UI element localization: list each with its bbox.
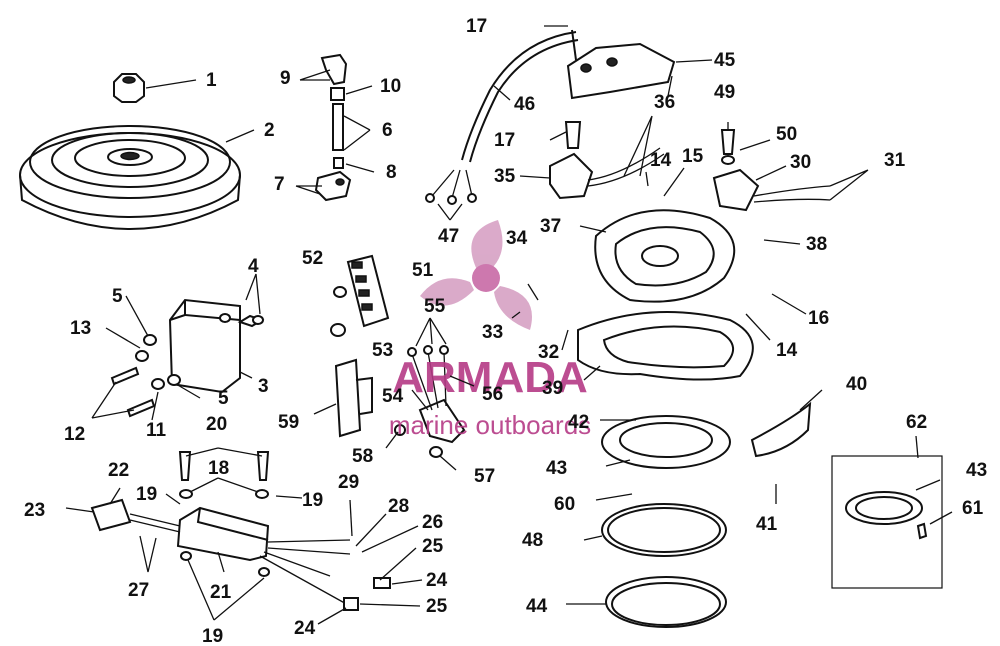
support-ring xyxy=(601,415,731,469)
callout-8: 8 xyxy=(386,162,397,183)
callout-49: 49 xyxy=(714,82,735,103)
callout-2: 2 xyxy=(264,120,275,141)
callout-62: 62 xyxy=(906,412,927,433)
callout-58: 58 xyxy=(352,446,373,467)
callout-34: 34 xyxy=(506,228,528,249)
callout-44: 44 xyxy=(526,596,548,617)
callout-28: 28 xyxy=(388,496,409,517)
sensor-coil xyxy=(712,129,760,212)
callout-19c: 19 xyxy=(202,626,223,646)
callout-55: 55 xyxy=(424,296,446,317)
callout-18: 18 xyxy=(208,458,229,479)
seal-ring xyxy=(601,503,727,557)
callout-17b: 17 xyxy=(494,130,515,151)
callout-57: 57 xyxy=(474,466,495,487)
callout-40: 40 xyxy=(846,374,867,395)
callout-29: 29 xyxy=(338,472,359,493)
trigger-assembly xyxy=(566,29,676,100)
callout-60: 60 xyxy=(554,494,575,515)
watermark: ARMADA marine outboards xyxy=(389,220,591,440)
callout-10: 10 xyxy=(380,76,401,97)
callout-25a: 25 xyxy=(422,536,444,557)
watermark-tagline: marine outboards xyxy=(389,410,591,440)
callout-19b: 19 xyxy=(302,490,323,511)
callout-56: 56 xyxy=(482,384,503,405)
callout-5b: 5 xyxy=(218,388,229,409)
callout-52: 52 xyxy=(302,248,323,269)
callout-51: 51 xyxy=(412,260,434,281)
callout-32: 32 xyxy=(538,342,559,363)
callout-4: 4 xyxy=(248,256,259,277)
callout-42: 42 xyxy=(568,412,589,433)
callout-6: 6 xyxy=(382,120,393,141)
power-pack-screws xyxy=(178,451,270,577)
callout-labels: 1 2 3 4 5 5 6 7 8 9 10 11 12 13 14 14 15… xyxy=(24,16,987,646)
charge-coil xyxy=(549,121,594,200)
callout-46: 46 xyxy=(514,94,535,115)
terminal-block xyxy=(330,254,390,337)
coil-screws xyxy=(110,334,181,418)
rectifier xyxy=(394,345,466,458)
flywheel xyxy=(19,125,241,230)
callout-38: 38 xyxy=(806,234,827,255)
callout-41: 41 xyxy=(756,514,778,535)
flywheel-nut xyxy=(113,73,145,103)
callout-15: 15 xyxy=(682,146,704,167)
timer-base xyxy=(594,209,736,303)
callout-30: 30 xyxy=(790,152,811,173)
callout-53: 53 xyxy=(372,340,393,361)
retaining-ring xyxy=(605,576,727,628)
power-pack xyxy=(90,498,391,611)
callout-19a: 19 xyxy=(136,484,157,505)
armature-plate-wedge xyxy=(750,401,812,458)
callout-59: 59 xyxy=(278,412,299,433)
callout-33: 33 xyxy=(482,322,503,343)
callout-45: 45 xyxy=(714,50,736,71)
callout-23: 23 xyxy=(24,500,45,521)
spark-plug-boot-bottom xyxy=(314,170,352,202)
callout-1: 1 xyxy=(206,70,217,91)
leader-lines xyxy=(65,25,953,625)
callout-12: 12 xyxy=(64,424,85,445)
callout-35: 35 xyxy=(494,166,516,187)
ignition-coil xyxy=(168,298,265,394)
callout-24b: 24 xyxy=(294,618,316,639)
callout-43b: 43 xyxy=(966,460,987,481)
callout-25b: 25 xyxy=(426,596,448,617)
callout-22: 22 xyxy=(108,460,129,481)
callout-20: 20 xyxy=(206,414,227,435)
callout-61: 61 xyxy=(962,498,984,519)
callout-21: 21 xyxy=(210,582,232,603)
callout-27: 27 xyxy=(128,580,149,601)
callout-24a: 24 xyxy=(426,570,448,591)
inset-detail-box xyxy=(831,455,943,589)
callout-36: 36 xyxy=(654,92,675,113)
callout-43a: 43 xyxy=(546,458,567,479)
callout-16: 16 xyxy=(808,308,829,329)
callout-13: 13 xyxy=(70,318,91,339)
watermark-brand: ARMADA xyxy=(392,353,588,402)
callout-7: 7 xyxy=(274,174,285,195)
spark-plug-wire xyxy=(332,103,344,169)
callout-5a: 5 xyxy=(112,286,123,307)
callout-14b: 14 xyxy=(776,340,798,361)
stator-wire-harness xyxy=(425,31,831,205)
callout-26: 26 xyxy=(422,512,443,533)
callout-37: 37 xyxy=(540,216,561,237)
callout-14a: 14 xyxy=(650,150,672,171)
callout-9: 9 xyxy=(280,68,291,89)
spark-plug-boot-top xyxy=(320,53,348,101)
callout-48: 48 xyxy=(522,530,543,551)
callout-31: 31 xyxy=(884,150,906,171)
callout-54: 54 xyxy=(382,386,404,407)
mounting-bracket xyxy=(334,358,373,438)
callout-3: 3 xyxy=(258,376,269,397)
callout-50: 50 xyxy=(776,124,797,145)
callout-17a: 17 xyxy=(466,16,487,37)
retainer-plate xyxy=(577,311,754,381)
callout-11: 11 xyxy=(146,420,167,441)
callout-47: 47 xyxy=(438,226,459,247)
callout-39: 39 xyxy=(542,378,563,399)
